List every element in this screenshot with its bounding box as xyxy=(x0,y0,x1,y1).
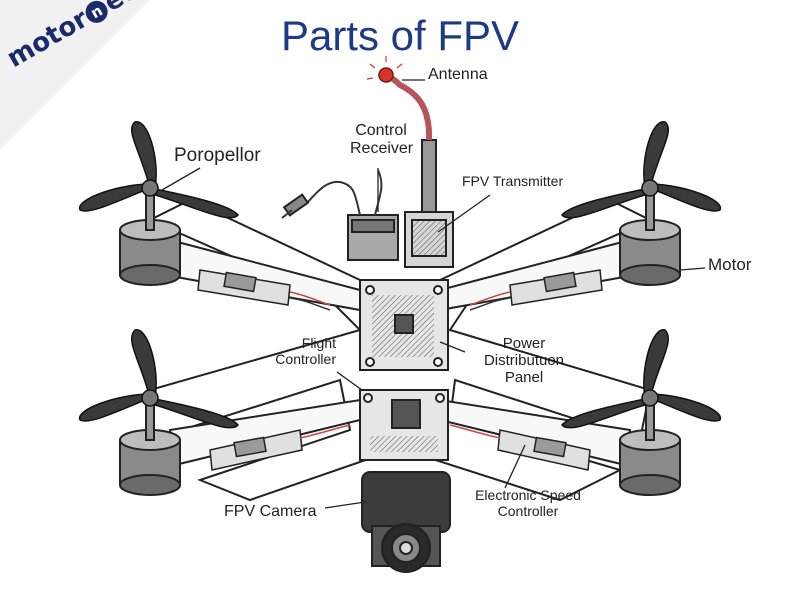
motor-bottom-left xyxy=(119,399,181,496)
label-motor: Motor xyxy=(708,255,752,274)
esc-bottom-right xyxy=(449,424,591,471)
control-receiver xyxy=(281,169,399,261)
label-control-receiver-line2: Receiver xyxy=(350,140,414,157)
motor-top-right xyxy=(619,189,681,286)
label-propeller: Poropellor xyxy=(174,145,261,166)
label-flight-controller: Flight Controller xyxy=(262,335,336,367)
label-pdp-line1: Power xyxy=(502,335,546,352)
logo-corner-background xyxy=(0,0,150,150)
fpv-camera xyxy=(361,471,451,573)
motor-top-left xyxy=(119,189,181,286)
label-esc-line1: Electronic Speed xyxy=(475,487,581,503)
propeller-bottom-right xyxy=(561,329,721,429)
label-fpv-transmitter: FPV Transmitter xyxy=(462,173,564,189)
esc-top-left xyxy=(197,269,331,311)
propeller-top-left xyxy=(79,121,239,219)
flight-controller xyxy=(359,389,449,461)
propeller-bottom-left xyxy=(79,329,239,429)
propeller-top-right xyxy=(561,121,721,219)
motor-bottom-right xyxy=(619,399,681,496)
label-flight-controller-line1: Flight xyxy=(301,335,336,351)
label-esc: Electronic Speed Controller xyxy=(468,487,588,519)
label-antenna: Antenna xyxy=(428,66,488,83)
page-title: Parts of FPV xyxy=(280,12,520,59)
fpv-transmitter xyxy=(404,139,454,268)
label-control-receiver: Control Receiver xyxy=(350,122,414,158)
esc-bottom-left xyxy=(209,424,351,471)
antenna xyxy=(366,56,433,141)
leader-lines xyxy=(161,79,706,509)
label-pdp-line3: Panel xyxy=(504,369,544,386)
label-control-receiver-line1: Control xyxy=(355,122,407,139)
label-power-distribution-panel: Power Distributuon Panel xyxy=(468,335,580,386)
label-esc-line2: Controller xyxy=(497,503,559,519)
label-flight-controller-line2: Controller xyxy=(275,351,336,367)
power-distribution-panel xyxy=(359,279,449,371)
esc-top-right xyxy=(469,269,603,311)
label-pdp-line2: Distributuon xyxy=(483,352,565,369)
label-fpv-camera: FPV Camera xyxy=(224,503,317,520)
